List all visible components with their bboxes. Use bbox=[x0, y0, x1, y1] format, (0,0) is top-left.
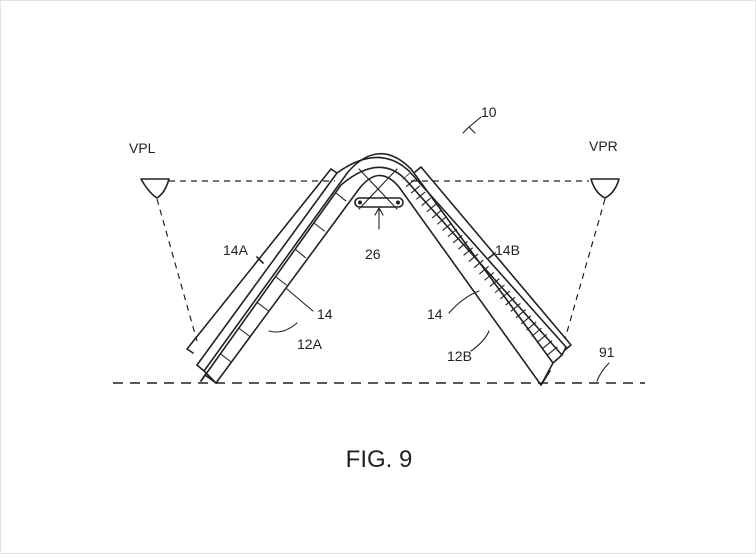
hatch-mark bbox=[440, 221, 454, 233]
hatch-mark bbox=[504, 295, 518, 307]
label-12a: 12A bbox=[297, 336, 323, 352]
hatch-mark bbox=[477, 264, 491, 276]
bracket-14a bbox=[186, 168, 338, 354]
hatch-mark bbox=[461, 245, 475, 257]
leader-lines bbox=[268, 116, 610, 382]
hatch-mark bbox=[435, 214, 449, 226]
hatch-mark bbox=[403, 177, 417, 189]
label-surface: 91 bbox=[599, 344, 615, 360]
label-device: 10 bbox=[481, 104, 497, 120]
hatch-mark bbox=[419, 196, 433, 208]
hatch-mark bbox=[483, 270, 497, 282]
hatch-mark bbox=[530, 326, 544, 338]
label-vpr: VPR bbox=[589, 138, 618, 154]
label-14-right: 14 bbox=[427, 306, 443, 322]
hatch-mark bbox=[535, 332, 549, 344]
hinge-bar bbox=[354, 197, 404, 230]
label-12b: 12B bbox=[447, 348, 472, 364]
hatch-mark bbox=[446, 227, 460, 239]
hatch-mark bbox=[525, 320, 539, 332]
label-14-left: 14 bbox=[317, 306, 333, 322]
hatch-mark bbox=[456, 239, 470, 251]
hatch-mark bbox=[424, 202, 438, 214]
sight-lines bbox=[156, 180, 606, 342]
hatch-mark bbox=[488, 276, 502, 288]
hatch-mark bbox=[514, 307, 528, 319]
hatch-mark bbox=[409, 183, 423, 195]
hatch-mark bbox=[493, 282, 507, 295]
hatch-mark bbox=[451, 233, 465, 245]
hatch-mark bbox=[541, 338, 555, 350]
figure-caption: FIG. 9 bbox=[346, 446, 413, 473]
viewpoint-left-icon bbox=[140, 178, 170, 199]
hatch-mark bbox=[401, 173, 412, 183]
hatch-mark bbox=[498, 289, 512, 301]
hatch-mark bbox=[430, 208, 444, 220]
label-14a: 14A bbox=[223, 242, 249, 258]
hatch-mark bbox=[472, 258, 486, 270]
label-14b: 14B bbox=[495, 242, 520, 258]
hatch-mark bbox=[520, 313, 534, 326]
label-hinge: 26 bbox=[365, 246, 381, 262]
hatch-mark bbox=[414, 190, 428, 202]
label-vpl: VPL bbox=[129, 140, 156, 156]
viewpoint-right-icon bbox=[590, 178, 620, 199]
hatch-mark bbox=[467, 251, 481, 264]
device-body bbox=[196, 152, 567, 386]
hatch-mark bbox=[509, 301, 523, 313]
hatch-mark bbox=[546, 344, 560, 357]
bracket-14b bbox=[414, 166, 572, 351]
